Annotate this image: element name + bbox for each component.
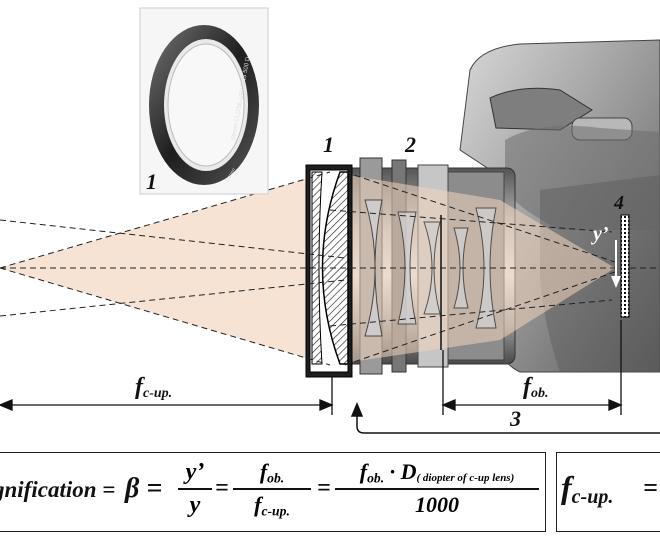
formula-beta: β = [125,473,163,504]
fraction-focal-lengths: fob. fc-up. [233,459,311,520]
bracket-3-label: 3 [509,406,521,431]
dim-objective-label: fob. [523,374,549,401]
fraction-diopter: fob. · D( diopter of c-up lens) 1000 [335,459,539,518]
dimension-objective [441,320,623,415]
close-up-lens-photo: 58mm CLOSE-UP LENS 500 D Canon [139,7,269,195]
formula-equals-2: = [317,475,331,501]
fraction-image-over-object: y’ y [178,459,212,519]
close-up-lens-mount [305,164,353,378]
dimension-close-up [0,376,334,415]
magnification-formula-box: gnification = β = y’ y = fob. fc-up. = f… [0,452,546,532]
formula2-equals: = [643,473,658,502]
element-4-label: 4 [613,192,624,214]
formula-prefix: gnification = [0,477,116,502]
formula2-lhs: fc-up. [561,469,614,508]
photo-number-label: 1 [146,169,157,194]
element-2-label: 2 [404,132,416,157]
element-1-label: 1 [323,132,334,157]
focal-length-formula-box: fc-up. = 1 1 [556,452,660,532]
formula-equals-1: = [215,475,229,501]
image-height-arrow [611,240,621,288]
bracket-3 [350,402,660,434]
dim-close-up-label: fc-up. [135,374,172,401]
ray-lines [0,171,660,366]
image-sensor [620,214,630,318]
image-height-label: y’ [591,223,609,245]
